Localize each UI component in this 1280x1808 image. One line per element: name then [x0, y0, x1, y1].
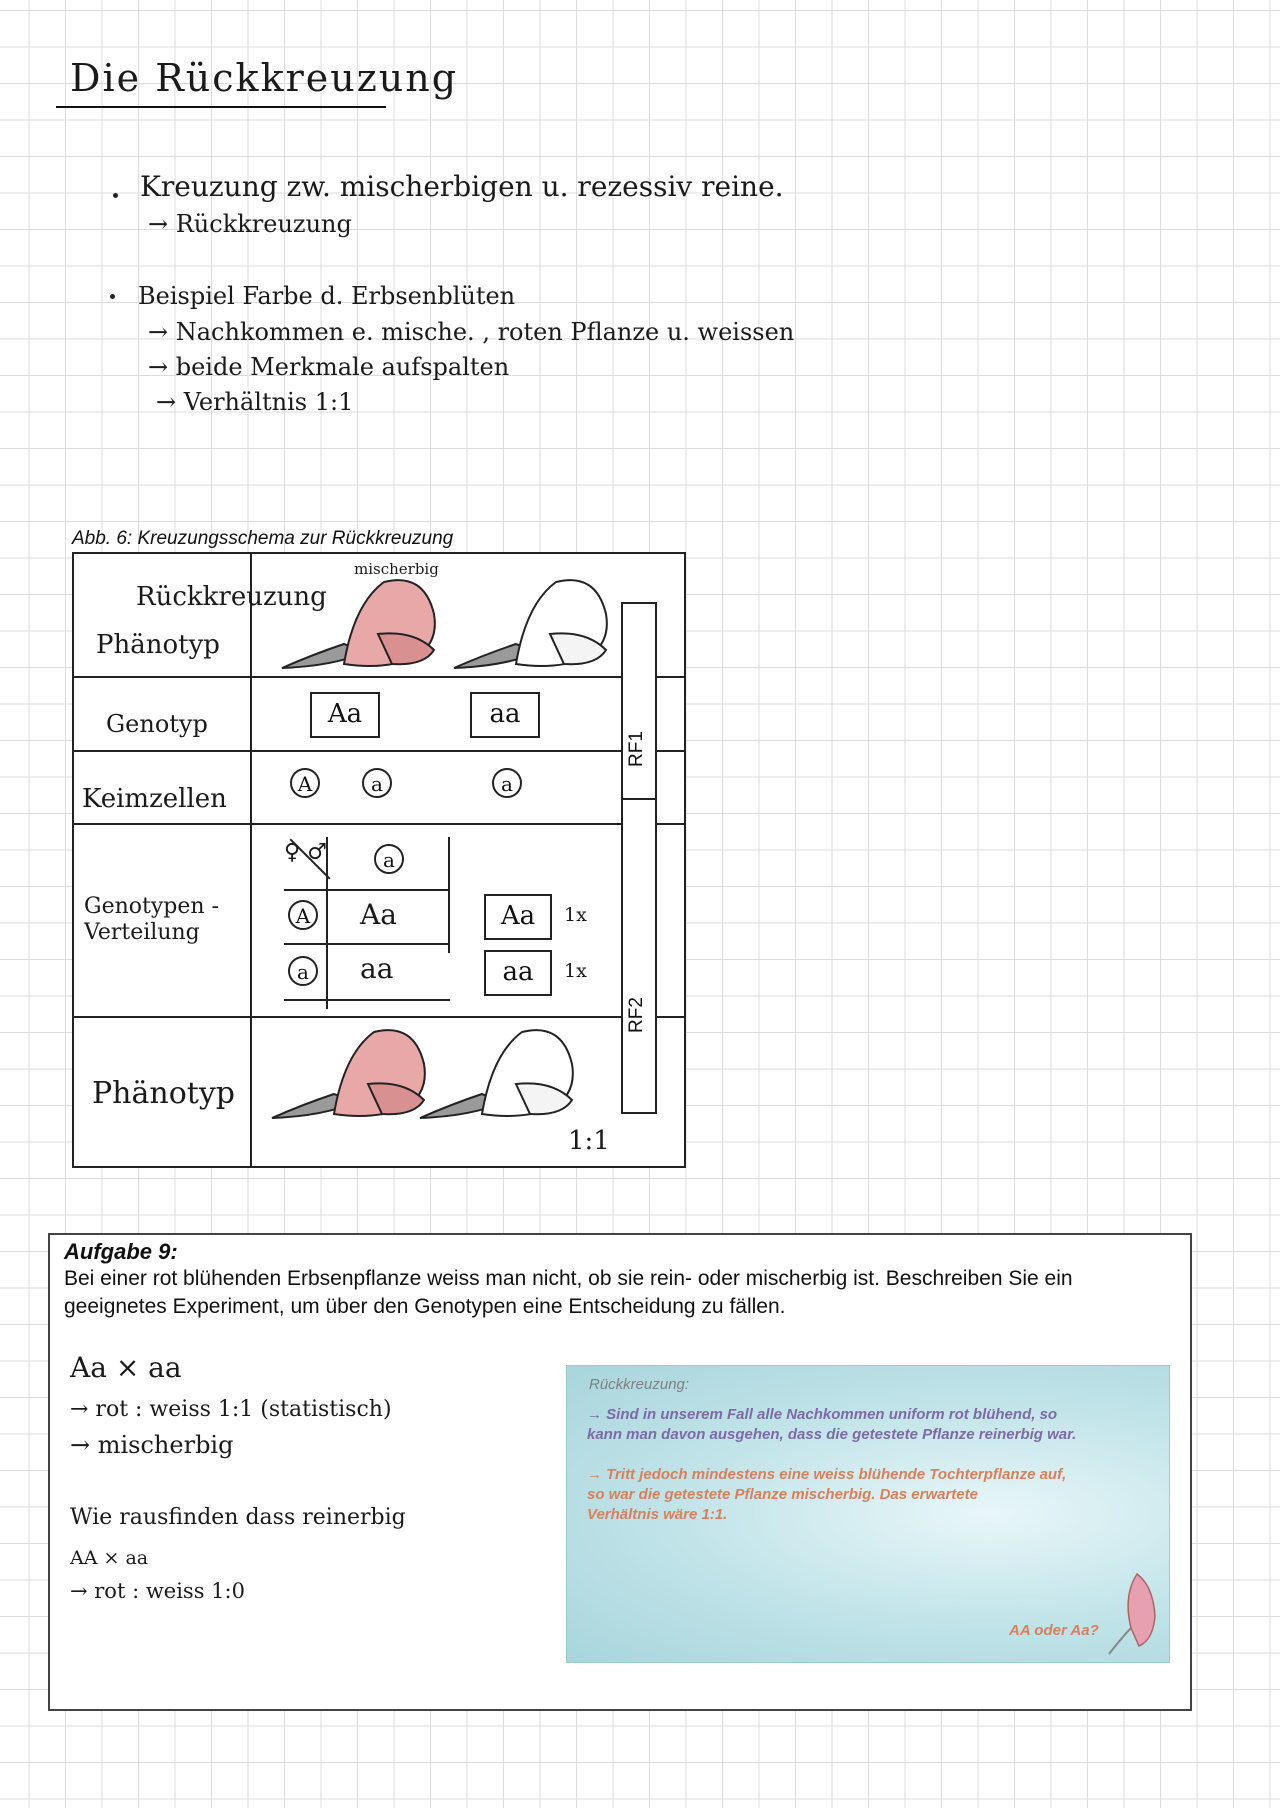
task-text: Bei einer rot blühenden Erbsenpflanze we… — [64, 1267, 1073, 1318]
white-flower-offspring-icon — [419, 1029, 574, 1119]
slide-paragraph-2-line-1: → Tritt jedoch mindestens eine weiss blü… — [587, 1466, 1067, 1483]
header-label-rueckkreuzung: Rückkreuzung — [136, 582, 327, 612]
note-point-2-sub-2: → beide Merkmale aufspalten — [148, 353, 510, 381]
work-line: → mischerbig — [70, 1431, 234, 1459]
slide-paragraph-1-line-2: kann man davon ausgehen, dass die getest… — [587, 1426, 1077, 1443]
punnett-female-gamete: a — [288, 956, 318, 986]
row-label-genotyp: Genotyp — [106, 710, 208, 738]
distribution-genotype-box: Aa — [484, 894, 552, 940]
punnett-male-gamete: a — [374, 844, 404, 874]
rf-divider — [623, 798, 655, 800]
row-label-phaenotyp-top: Phänotyp — [96, 630, 220, 660]
scheme-row-line — [74, 1016, 684, 1018]
note-point-2-sub-1: → Nachkommen e. mische. , roten Pflanze … — [148, 318, 795, 346]
parent-genotype-box: aa — [470, 692, 540, 738]
punnett-line — [448, 837, 450, 953]
slide-title: Rückkreuzung: — [589, 1376, 690, 1393]
row-label-genotypen-verteilung-1: Genotypen - — [84, 894, 219, 919]
bullet-point-1 — [113, 193, 118, 198]
scheme-row-line — [74, 823, 684, 825]
work-line: → rot : weiss 1:0 — [70, 1579, 245, 1603]
punnett-line — [284, 943, 450, 945]
rf2-label: RF2 — [625, 997, 647, 1033]
work-line: Wie rausfinden dass reinerbig — [70, 1505, 406, 1530]
work-line: Aa × aa — [70, 1351, 182, 1384]
rf-bar: RF1 RF2 — [621, 602, 657, 1114]
note-point-1-sub: → Rückkreuzung — [148, 210, 352, 238]
mischerbig-label: mischerbig — [354, 560, 439, 578]
work-line: AA × aa — [70, 1547, 149, 1569]
scheme-row-line — [74, 676, 684, 678]
gamete-circle: a — [362, 768, 392, 798]
scheme-divider-vertical — [250, 554, 252, 1166]
punnett-female-gamete: A — [288, 900, 318, 930]
distribution-count: 1x — [564, 960, 587, 982]
red-flower-offspring-icon — [271, 1029, 426, 1119]
distribution-genotype-box: aa — [484, 950, 552, 996]
scheme-row-line — [74, 750, 684, 752]
task-title: Aufgabe 9: — [64, 1239, 178, 1264]
ratio-label: 1:1 — [568, 1126, 610, 1156]
note-point-1: Kreuzung zw. mischerbigen u. rezessiv re… — [140, 170, 784, 203]
slide-paragraph-1-line-1: → Sind in unserem Fall alle Nachkommen u… — [587, 1406, 1058, 1423]
title-underline — [56, 106, 386, 108]
slide-paragraph-2-line-3: Verhältnis wäre 1:1. — [587, 1506, 728, 1523]
row-label-genotypen-verteilung-2: Verteilung — [84, 920, 200, 945]
white-flower-parent-icon — [453, 579, 608, 669]
punnett-line — [284, 889, 450, 891]
red-flower-parent-icon — [281, 579, 436, 669]
page-title: Die Rückkreuzung — [70, 56, 459, 100]
row-label-keimzellen: Keimzellen — [82, 784, 227, 814]
punnett-line — [284, 999, 450, 1001]
task-box: Aufgabe 9: Bei einer rot blühenden Erbse… — [48, 1233, 1192, 1711]
distribution-count: 1x — [564, 904, 587, 926]
slide-question: AA oder Aa? — [1009, 1622, 1099, 1639]
bullet-point-2 — [110, 294, 115, 299]
crossing-scheme: Rückkreuzung mischerbig Phänotyp Genotyp… — [72, 552, 686, 1168]
figure-caption: Abb. 6: Kreuzungsschema zur Rückkreuzung — [72, 528, 454, 549]
note-point-2-sub-3: → Verhältnis 1:1 — [156, 388, 354, 416]
note-point-2: Beispiel Farbe d. Erbsenblüten — [138, 282, 516, 310]
parent-genotype-box: Aa — [310, 692, 380, 738]
rueckkreuzung-slide: Rückkreuzung: → Sind in unserem Fall all… — [566, 1365, 1170, 1663]
slide-paragraph-2-line-2: so war die getestete Pflanze mischerbig.… — [587, 1486, 978, 1503]
punnett-result: aa — [360, 952, 394, 985]
gamete-circle: a — [492, 768, 522, 798]
work-line: → rot : weiss 1:1 (statistisch) — [70, 1397, 392, 1422]
gamete-circle: A — [290, 768, 320, 798]
punnett-line — [326, 837, 328, 1009]
punnett-result: Aa — [360, 898, 397, 931]
rf1-label: RF1 — [625, 731, 647, 767]
flower-illustration-icon — [1108, 1572, 1156, 1655]
row-label-phaenotyp-bottom: Phänotyp — [92, 1076, 235, 1111]
